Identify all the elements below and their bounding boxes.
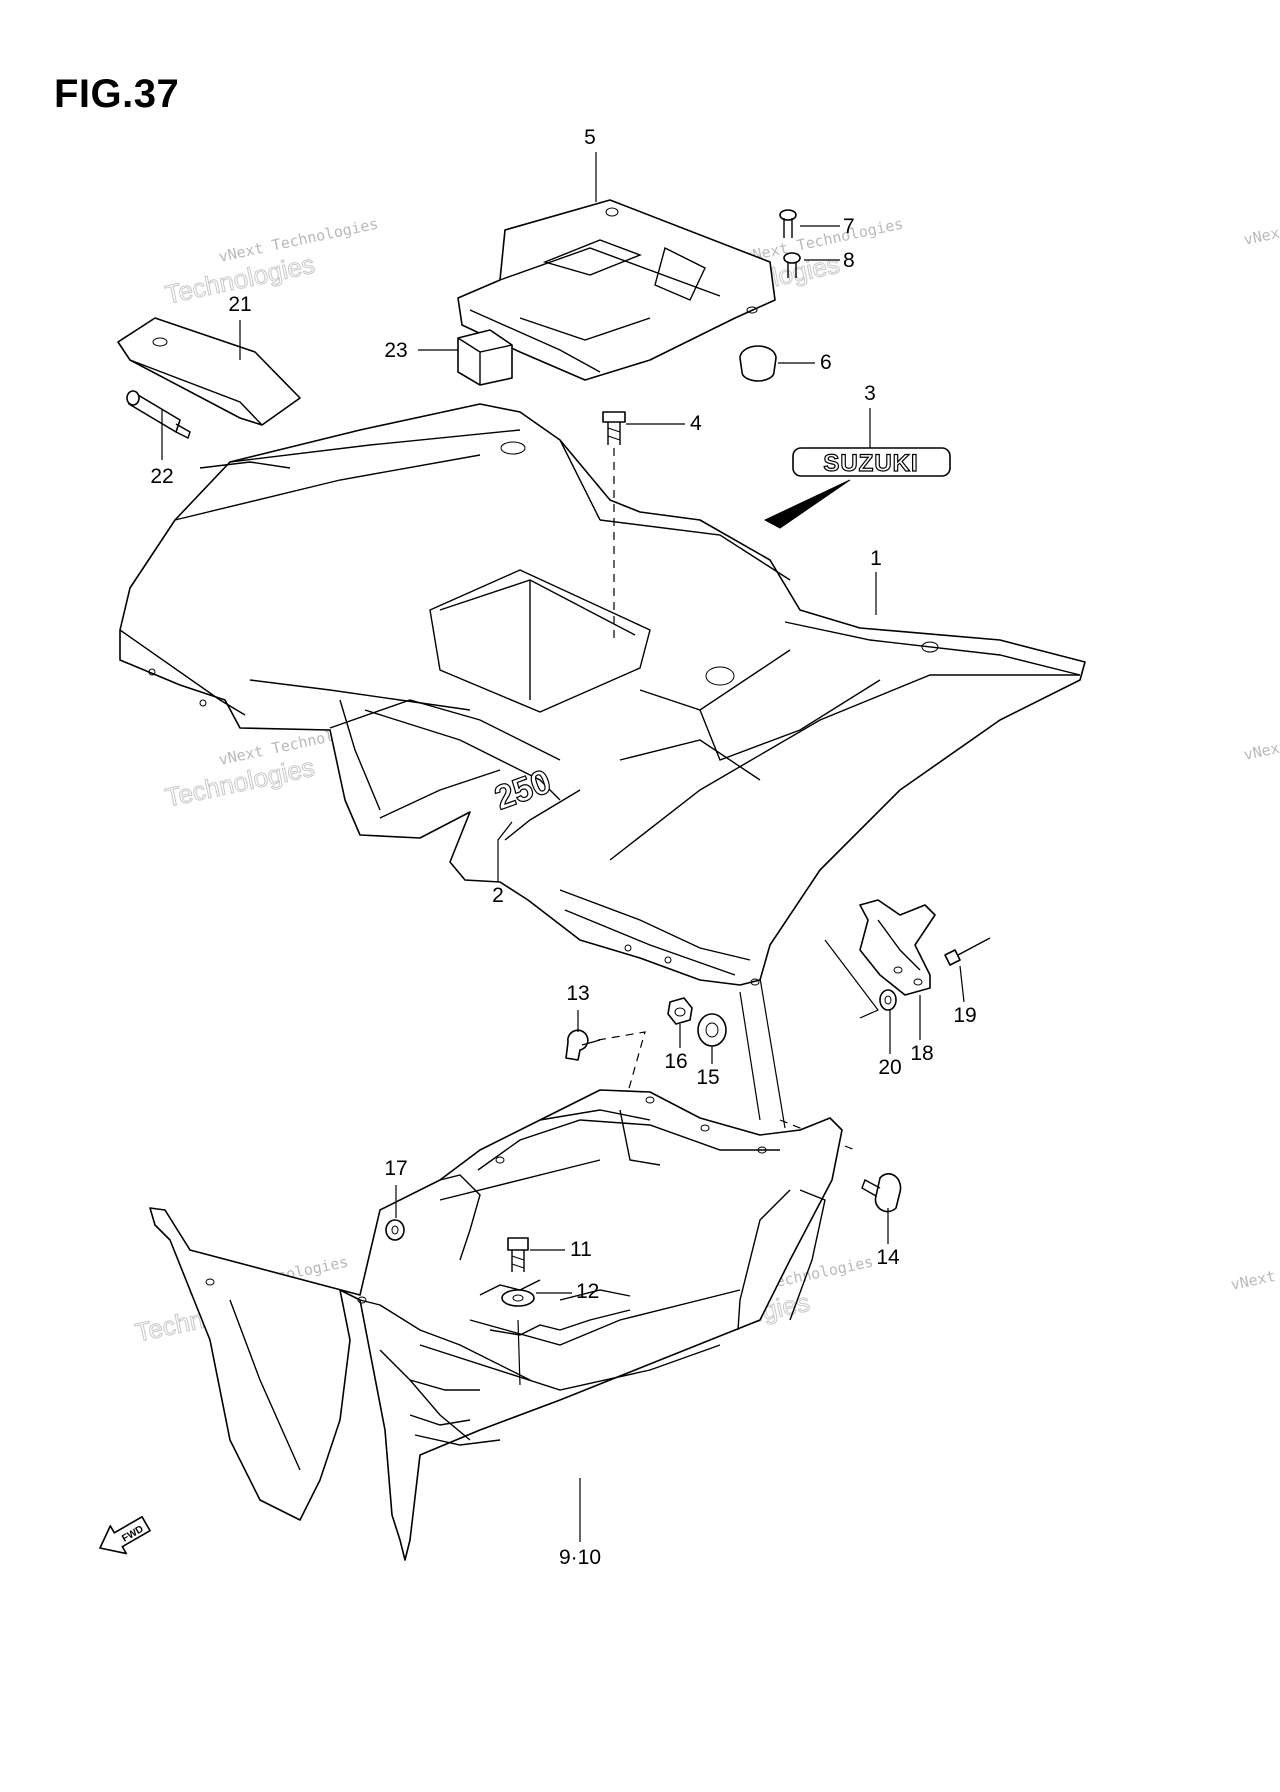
callout-13: 13 (566, 982, 589, 1005)
watermark-edge: vNext (1242, 222, 1280, 249)
part-16-nut (667, 997, 693, 1025)
callout-17: 17 (384, 1157, 407, 1180)
part-8-washer (783, 252, 801, 278)
part-19-bolt (944, 937, 991, 966)
part-4-bolt (602, 411, 626, 445)
watermark-edge: vNext (1229, 1267, 1277, 1294)
emblem-arrow (763, 479, 851, 529)
svg-text:vNext: vNext (1242, 737, 1280, 764)
callout-1: 1 (870, 547, 882, 570)
watermark-edge: vNext (1242, 737, 1280, 764)
part-22-rod (126, 390, 191, 439)
svg-text:vNext: vNext (1242, 222, 1280, 249)
callout-16: 16 (664, 1050, 687, 1073)
callout-18: 18 (910, 1042, 933, 1065)
svg-text:SUZUKI: SUZUKI (823, 450, 918, 477)
svg-text:vNext: vNext (1229, 1267, 1277, 1294)
callout-7: 7 (843, 215, 855, 238)
callout-11: 11 (570, 1238, 592, 1261)
part-15-washer (697, 1013, 727, 1047)
callout-4: 4 (690, 412, 702, 435)
callout-9-10: 9·10 (559, 1546, 601, 1569)
callout-23: 23 (384, 339, 407, 362)
callout-5: 5 (584, 126, 596, 149)
part-7-screw (779, 209, 797, 238)
callout-22: 22 (150, 465, 173, 488)
part-13-rivet (565, 1029, 601, 1061)
callout-8: 8 (843, 249, 855, 272)
part-21-pad (117, 317, 301, 426)
callouts: 5 7 8 21 23 6 3 4 22 1 2 13 16 15 20 18 … (150, 126, 976, 1569)
callout-14: 14 (876, 1246, 900, 1269)
part-18-bracket (859, 899, 936, 996)
callout-19: 19 (953, 1004, 976, 1027)
figure-title: FIG.37 (54, 72, 180, 116)
part-11-bolt (507, 1237, 529, 1272)
callout-2: 2 (492, 884, 504, 907)
part-14-bolt (861, 1173, 902, 1213)
part-3-suzuki-emblem: SUZUKI (792, 447, 951, 478)
callout-15: 15 (696, 1066, 719, 1089)
fwd-arrow: FWD (99, 1516, 151, 1555)
callout-12: 12 (576, 1280, 599, 1303)
part-1-rear-fender: 250 (119, 403, 1086, 986)
part-17-washer (385, 1219, 405, 1241)
watermark: vNext Technologies Technologies (162, 215, 380, 311)
part-12-washer (501, 1289, 535, 1307)
callout-3: 3 (864, 382, 876, 405)
part-5-cover (457, 199, 776, 381)
part-9-10-footrest (149, 1089, 843, 1561)
part-6-grommet (739, 345, 777, 382)
callout-20: 20 (878, 1056, 901, 1079)
part-20-washer (879, 989, 897, 1011)
part-23-block (457, 329, 513, 386)
callout-6: 6 (820, 351, 832, 374)
callout-21: 21 (228, 293, 251, 316)
